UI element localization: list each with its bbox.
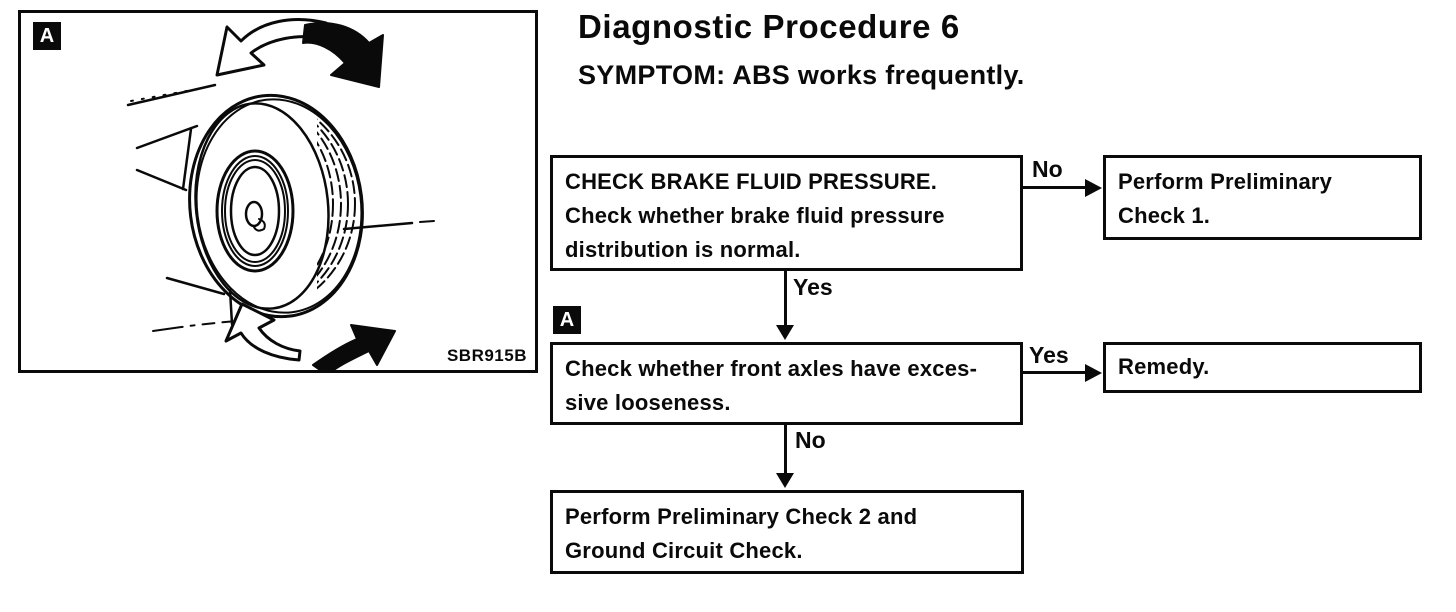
suspension-lines	[126, 83, 435, 332]
tire	[188, 93, 364, 319]
flow-step-line: sive looseness.	[565, 390, 731, 415]
page-title: Diagnostic Procedure 6	[578, 8, 960, 45]
rock-arrow-bottom-solid-icon	[312, 324, 396, 370]
flow-result-remedy: Remedy.	[1103, 342, 1422, 393]
flow-step-line: Check whether front axles have exces-	[565, 356, 978, 381]
connector-no2-label: No	[795, 427, 826, 453]
connector-yes1-label: Yes	[793, 274, 833, 300]
rock-arrows	[215, 18, 396, 370]
flow-step-line: Check whether brake fluid pressure	[565, 203, 945, 228]
flow-step-line: Perform Preliminary Check 2 and	[565, 504, 918, 529]
flow-result-line: Check 1.	[1118, 203, 1211, 228]
connector-yes2-label: Yes	[1029, 342, 1069, 368]
wheel-illustration	[126, 18, 435, 370]
connector-no1-arrowhead-icon	[1085, 179, 1102, 197]
connector-no2-arrowhead-icon	[776, 473, 794, 488]
connector-no2-line	[784, 425, 787, 475]
flow-step-line: distribution is normal.	[565, 237, 801, 262]
flow-step-line: CHECK BRAKE FLUID PRESSURE.	[565, 169, 938, 194]
tread-lines	[317, 118, 356, 290]
connector-yes2-arrowhead-icon	[1085, 364, 1102, 382]
wheel-rim	[215, 149, 295, 273]
flow-result-line: Perform Preliminary	[1118, 169, 1333, 194]
symptom-line: SYMPTOM: ABS works frequently.	[578, 60, 1025, 90]
flow-marker-a-badge: A	[553, 306, 581, 334]
flow-step-perform-check2-ground: Perform Preliminary Check 2 and Ground C…	[550, 490, 1024, 574]
connector-yes1-arrowhead-icon	[776, 325, 794, 340]
figure-caption: SBR915B	[446, 346, 527, 365]
connector-no1-label: No	[1032, 156, 1063, 182]
flow-result-line: Remedy.	[1118, 354, 1210, 379]
connector-yes2-line	[1023, 371, 1087, 374]
rock-arrow-top-outline-icon	[215, 18, 328, 77]
connector-yes1-line	[784, 271, 787, 327]
rock-arrow-bottom-outline-icon	[224, 302, 302, 362]
flow-step-check-fluid-pressure: CHECK BRAKE FLUID PRESSURE. Check whethe…	[550, 155, 1023, 271]
flow-step-check-front-axles: Check whether front axles have exces- si…	[550, 342, 1023, 425]
figure-wheel-check: A SBR915B	[18, 10, 538, 373]
flow-result-preliminary-check-1: Perform Preliminary Check 1.	[1103, 155, 1422, 240]
rock-arrow-top-solid-icon	[302, 22, 384, 88]
connector-no1-line	[1023, 186, 1087, 189]
flow-step-line: Ground Circuit Check.	[565, 538, 803, 563]
figure-label-badge: A	[33, 22, 61, 50]
